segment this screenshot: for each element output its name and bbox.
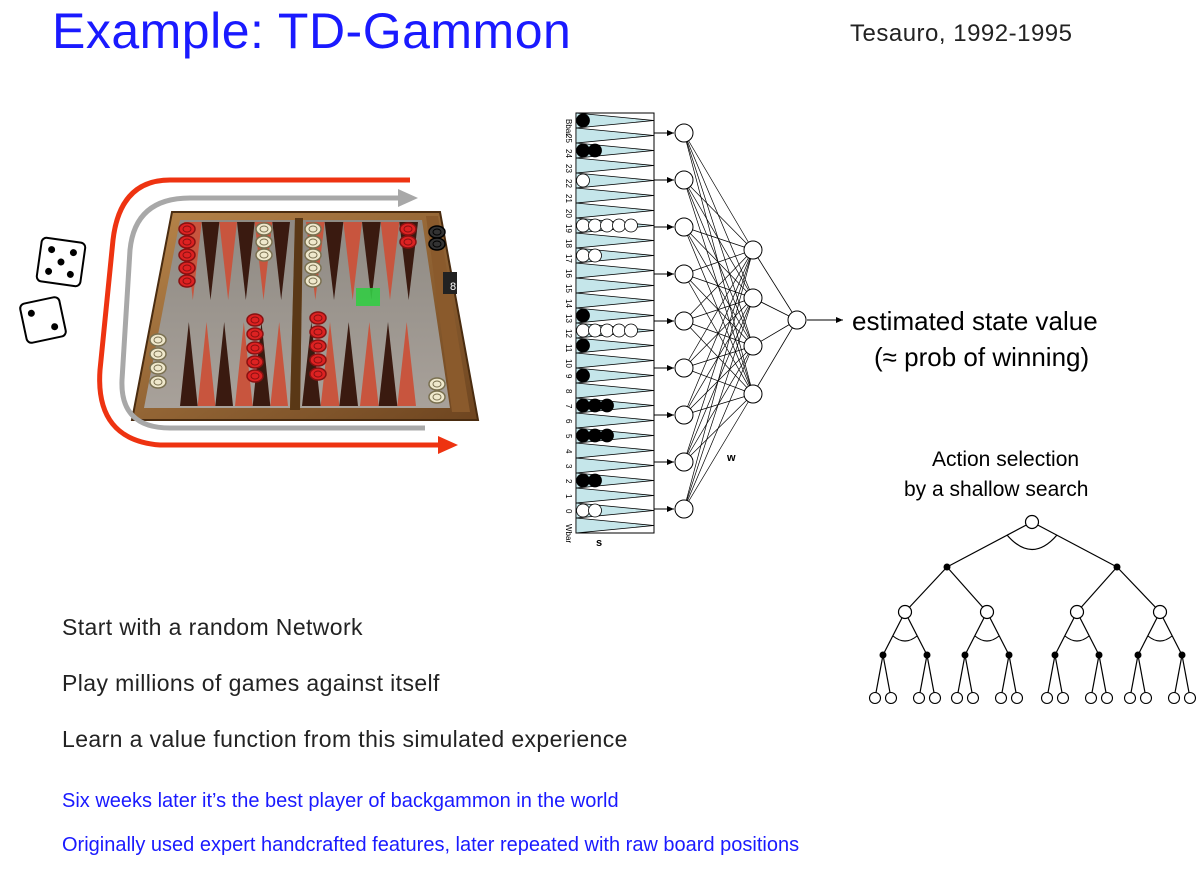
input-index-label: 22	[564, 179, 573, 188]
input-index-label: 24	[564, 149, 573, 158]
output-label: estimated state value	[852, 306, 1098, 336]
input-index-label: 14	[564, 299, 573, 308]
input-unit	[674, 217, 694, 237]
input-unit	[674, 499, 694, 519]
input-index-label: 1	[564, 494, 573, 499]
input-index-label: 8	[564, 389, 573, 394]
self-play-arrows	[97, 177, 458, 454]
input-index-label: 6	[564, 419, 573, 424]
search-leaf-node	[1183, 691, 1197, 705]
input-index-label: 5	[564, 434, 573, 439]
hidden-unit	[743, 336, 763, 356]
input-index-label: Wbar	[564, 524, 573, 543]
input-index-label: 25	[564, 134, 573, 143]
search-tree-diagram	[868, 514, 1197, 705]
bullet-2: Play millions of games against itself	[62, 670, 440, 696]
input-unit	[674, 170, 694, 190]
input-unit	[674, 405, 694, 425]
note-1: Six weeks later it’s the best player of …	[62, 790, 619, 812]
input-index-label: 23	[564, 164, 573, 173]
input-index-label: 16	[564, 269, 573, 278]
input-unit	[674, 311, 694, 331]
input-index-label: 9	[564, 374, 573, 379]
search-leaf-node	[1056, 691, 1070, 705]
input-label: s	[596, 537, 602, 549]
search-leaf-node	[884, 691, 898, 705]
search-state-node	[1069, 604, 1085, 620]
search-leaf-node	[950, 691, 964, 705]
input-index-label: 20	[564, 209, 573, 218]
input-index-label: 19	[564, 224, 573, 233]
bullet-1: Start with a random Network	[62, 614, 363, 640]
input-index-label: 0	[564, 509, 573, 514]
neural-network-diagram: Bbar252423222120191817161514131211109876…	[564, 112, 843, 549]
bullet-3: Learn a value function from this simulat…	[62, 726, 628, 752]
weights-label: w	[726, 452, 736, 464]
search-leaf-node	[1084, 691, 1098, 705]
search-leaf-node	[1040, 691, 1054, 705]
input-index-label: 10	[564, 359, 573, 368]
search-state-node	[897, 604, 913, 620]
hidden-unit	[743, 288, 763, 308]
input-index-label: 7	[564, 404, 573, 409]
input-index-label: 11	[564, 344, 573, 353]
action-selection-label: Action selection	[932, 448, 1080, 471]
hidden-unit	[743, 384, 763, 404]
input-index-label: 13	[564, 314, 573, 323]
input-index-label: Bbar	[564, 119, 573, 136]
input-unit	[674, 123, 694, 143]
input-index-label: 4	[564, 449, 573, 454]
search-leaf-node	[912, 691, 926, 705]
input-unit	[674, 264, 694, 284]
search-leaf-node	[868, 691, 882, 705]
input-unit	[674, 358, 694, 378]
doubling-cube-value: 8	[450, 281, 456, 293]
search-leaf-node	[1139, 691, 1153, 705]
search-leaf-node	[1100, 691, 1114, 705]
search-root-node	[1024, 514, 1040, 530]
search-leaf-node	[1167, 691, 1181, 705]
search-leaf-node	[1123, 691, 1137, 705]
attribution: Tesauro, 1992-1995	[850, 20, 1073, 47]
input-index-label: 12	[564, 329, 573, 338]
search-leaf-node	[1010, 691, 1024, 705]
hidden-unit	[743, 240, 763, 260]
action-selection-sublabel: by a shallow search	[904, 478, 1089, 501]
input-unit	[674, 452, 694, 472]
input-index-label: 2	[564, 479, 573, 484]
search-leaf-node	[928, 691, 942, 705]
input-index-label: 15	[564, 284, 573, 293]
search-leaf-node	[966, 691, 980, 705]
search-state-node	[1152, 604, 1168, 620]
input-index-label: 21	[564, 194, 573, 203]
output-unit	[787, 310, 807, 330]
slide-title: Example: TD-Gammon	[52, 3, 572, 59]
search-state-node	[979, 604, 995, 620]
output-sublabel: (≈ prob of winning)	[874, 342, 1090, 372]
dice-icon	[19, 236, 87, 344]
note-2: Originally used expert handcrafted featu…	[62, 834, 800, 856]
search-leaf-node	[994, 691, 1008, 705]
input-index-label: 18	[564, 239, 573, 248]
input-index-label: 17	[564, 254, 573, 263]
backgammon-board: 8	[130, 211, 480, 421]
input-index-label: 3	[564, 464, 573, 469]
